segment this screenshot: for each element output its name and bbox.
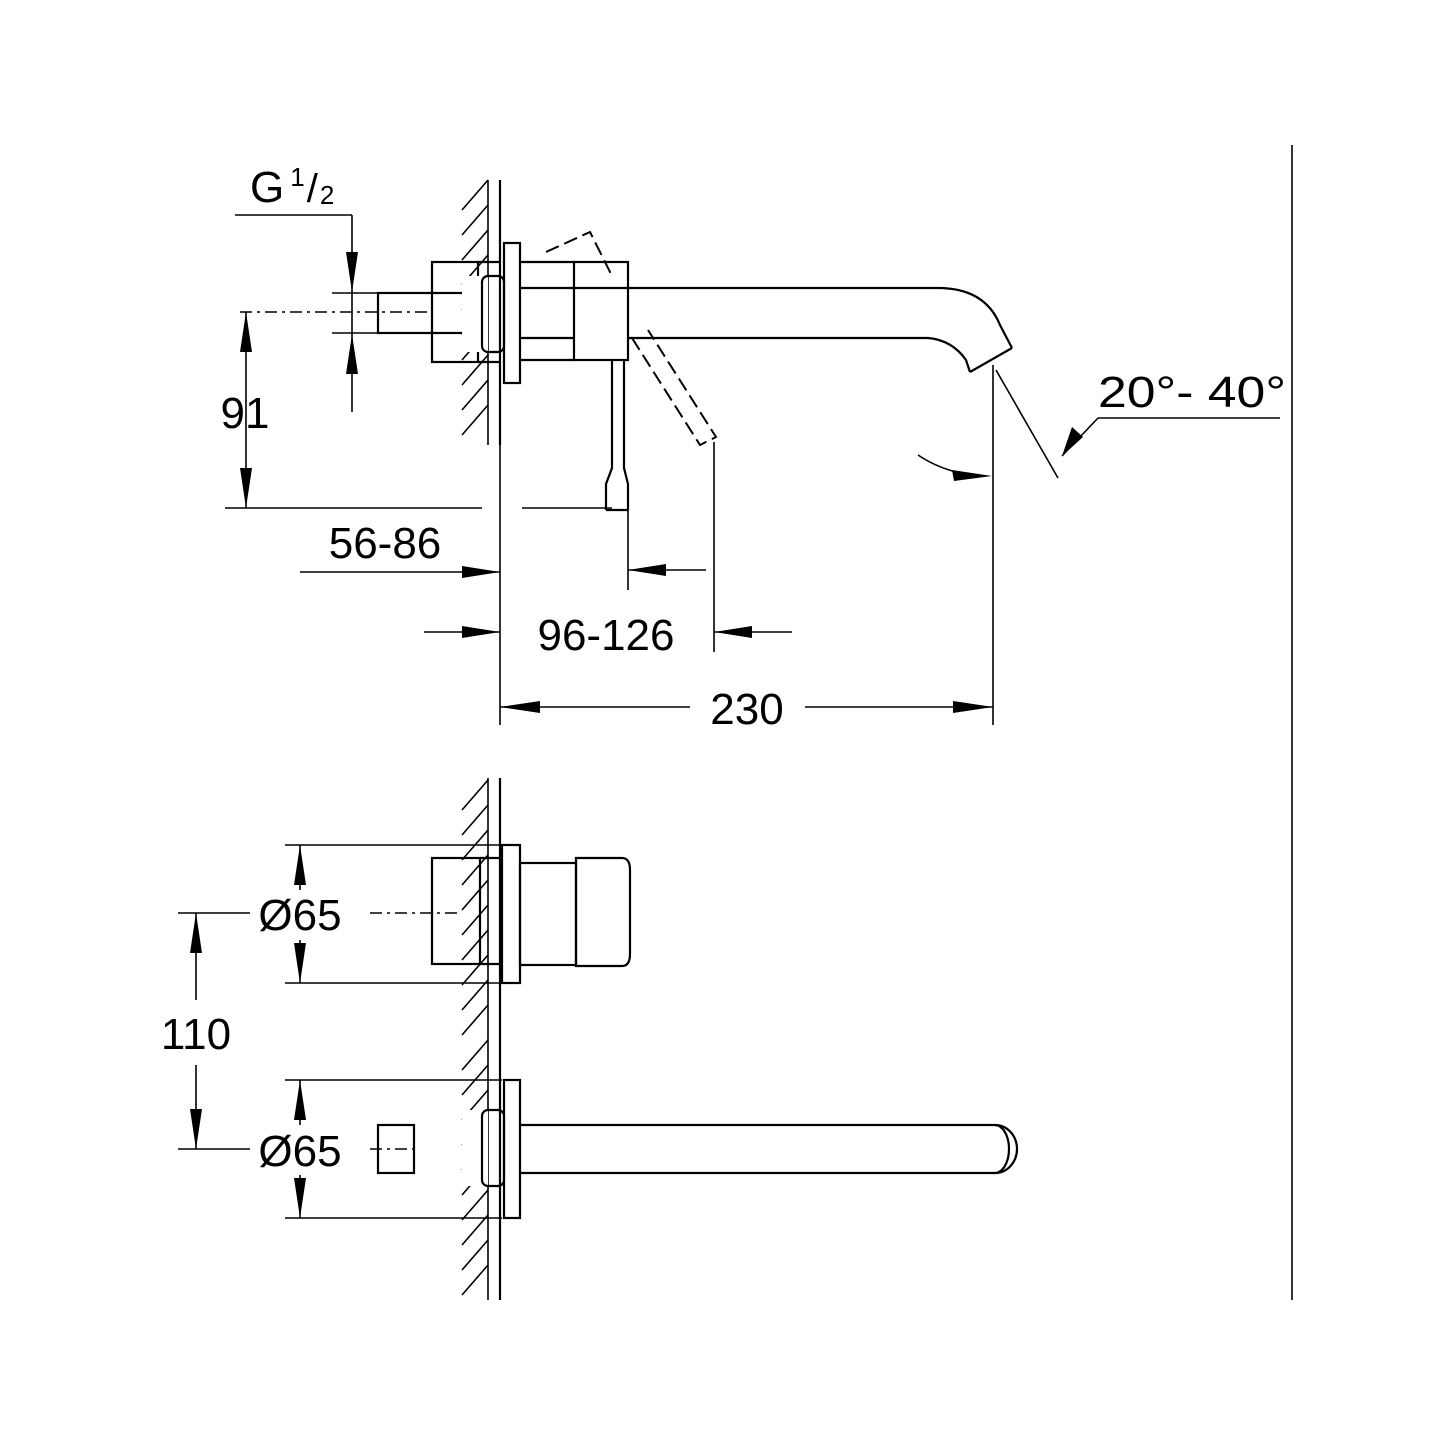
diameter-bottom-label: Ø65: [258, 1127, 341, 1176]
height-label: 91: [221, 389, 270, 438]
diameter-top-dimension: [285, 844, 502, 984]
diameter-bottom-dimension: [285, 1079, 502, 1219]
spout: [520, 286, 1013, 373]
spout-rosette: [502, 241, 522, 385]
spout-front: [376, 1078, 1019, 1220]
mixer-front: [430, 843, 632, 985]
angle-label: 20°- 40°: [1098, 368, 1286, 417]
spacing-dimension: [178, 912, 250, 1150]
diameter-top-label: Ø65: [258, 891, 341, 940]
wall-depth-label: 56-86: [329, 519, 442, 568]
projection-label: 230: [710, 685, 783, 734]
wall-section-bottom: [461, 778, 502, 1300]
mixer-handle: [520, 260, 630, 512]
wall-depth-dimension: [300, 566, 500, 578]
projection-dimension: [500, 701, 993, 713]
front-view: Ø65 Ø65 110: [161, 778, 1019, 1300]
angle-dimension: [917, 369, 1280, 481]
spacing-label: 110: [161, 1010, 231, 1059]
lever-range-dimension: [424, 564, 792, 638]
lever-rotation-outline: [545, 230, 718, 447]
height-dimension: [225, 312, 612, 509]
lever-range-label: 96-126: [537, 611, 674, 660]
thread-dimension: [235, 214, 378, 412]
